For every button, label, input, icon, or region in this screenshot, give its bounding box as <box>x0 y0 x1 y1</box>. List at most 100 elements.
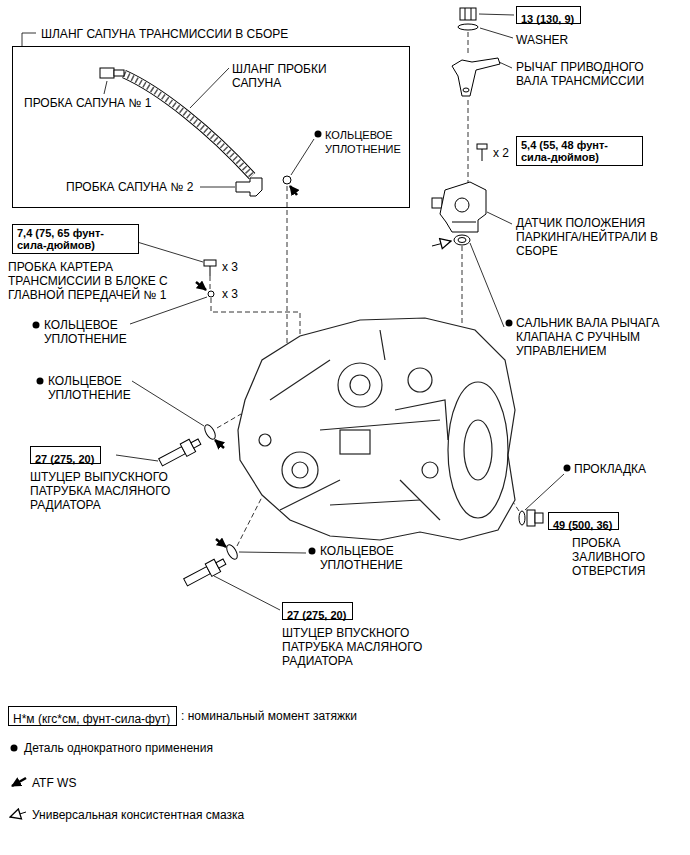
position-switch <box>432 198 442 208</box>
assembly-line <box>462 246 463 326</box>
legend-sample-box: Н*м (кгс*см, фунт-сила-фут) <box>8 706 177 726</box>
leader-line <box>22 33 36 46</box>
nut-washer <box>465 8 471 20</box>
filler-plug <box>519 511 525 525</box>
single-use-mark <box>564 465 571 472</box>
position-switch <box>440 182 486 232</box>
single-use-mark <box>315 131 322 138</box>
nut-washer <box>458 8 478 30</box>
transmission-housing <box>330 500 420 505</box>
assembly-line <box>237 497 262 546</box>
torque-box: 7,4 (75, 65 фунт-сила-дюймов) <box>12 224 139 254</box>
drain-plug <box>204 260 216 266</box>
manual-lever <box>452 58 500 96</box>
leader-line <box>479 14 514 15</box>
legend-text: Универсальная консистентная смазка <box>32 808 244 822</box>
atf-arrow <box>215 440 224 448</box>
quantity: x 2 <box>493 146 509 160</box>
filler-plug <box>519 510 543 526</box>
nut-washer <box>460 8 476 20</box>
grease-arrow <box>432 241 451 246</box>
drain-plug <box>208 291 214 297</box>
transmission-housing <box>464 420 492 480</box>
breather-plug <box>283 176 291 184</box>
leader-line <box>132 381 204 426</box>
torque-value: 5,4 (55, 48 фунт-сила-дюймов) <box>521 139 637 163</box>
single-use-mark <box>37 378 44 385</box>
breather-plug <box>114 70 124 76</box>
leader-line <box>214 576 280 610</box>
transmission-housing <box>350 375 370 395</box>
part-name: КОЛЬЦЕВОЕ УПЛОТНЕНИЕ <box>48 374 158 402</box>
inlet-union <box>216 559 226 568</box>
position-switch <box>432 182 486 232</box>
inlet-union <box>225 543 240 561</box>
inlet-union <box>182 555 227 588</box>
outlet-union <box>157 435 202 468</box>
manual-lever <box>452 58 500 96</box>
single-use-mark <box>33 322 40 329</box>
leader-line <box>480 28 513 38</box>
part-name: САЛЬНИК ВАЛА РЫЧАГА КЛАПАНА С РУЧНЫМ УПР… <box>516 316 680 358</box>
filler-plug <box>535 513 543 523</box>
assembly-line <box>287 186 288 344</box>
legend-symbol <box>12 778 26 786</box>
legend-text: : номинальный момент затяжки <box>181 709 357 723</box>
part-name: ШЛАНГ ПРОБКИ САПУНА <box>232 62 350 90</box>
single-use-mark <box>506 320 513 327</box>
breather-plug <box>100 68 114 78</box>
drain-plug <box>210 266 211 276</box>
transmission-housing <box>320 420 440 430</box>
group-title: ШЛАНГ САПУНА ТРАНСМИССИИ В СБОРЕ <box>39 27 290 41</box>
transmission-housing <box>422 462 438 478</box>
atf-arrow <box>290 186 297 195</box>
torque-box: 49 (500, 36) <box>548 512 619 530</box>
assembly-line <box>468 100 469 183</box>
assembly-line <box>210 276 211 290</box>
leader-line <box>200 187 235 188</box>
outlet-union <box>191 439 201 448</box>
transmission-housing <box>238 318 515 540</box>
assembly-line <box>468 32 469 56</box>
assembly-line <box>211 298 300 336</box>
legend-symbol <box>10 745 26 818</box>
transmission-housing <box>448 382 508 518</box>
transmission-housing <box>238 318 515 540</box>
single-use-mark <box>309 548 316 555</box>
transmission-housing <box>259 434 271 446</box>
leader-line <box>525 474 564 510</box>
leader-line <box>487 212 512 224</box>
part-name: ПРОБКА САПУНА № 1 <box>24 96 151 110</box>
leader-line <box>470 243 504 327</box>
torque-value: 7,4 (75, 65 фунт-сила-дюймов) <box>17 227 133 251</box>
atf-arrow <box>196 282 206 290</box>
nut-washer <box>458 24 478 30</box>
part-name: WASHER <box>516 33 568 47</box>
torque-value: 27 (275, 20) <box>35 453 94 465</box>
torque-box: 27 (275, 20) <box>282 602 353 620</box>
transmission-housing <box>270 360 330 400</box>
leader-line <box>116 455 158 461</box>
bolt <box>477 144 487 161</box>
outlet-union <box>203 423 218 441</box>
leader-line <box>499 62 512 68</box>
transmission-housing <box>338 363 382 407</box>
part-name: КОЛЬЦЕВОЕ УПЛОТНЕНИЕ <box>320 544 430 572</box>
bolt <box>482 149 483 161</box>
leader-line <box>239 552 306 553</box>
leader-line <box>291 139 314 175</box>
assembly-line <box>210 32 519 546</box>
oil-seal <box>454 235 470 245</box>
legend-symbol <box>11 745 18 752</box>
outlet-union <box>157 423 217 468</box>
bolt <box>477 144 487 149</box>
part-name: ПРОКЛАДКА <box>574 462 646 476</box>
breather-plug <box>236 178 262 196</box>
part-name: РЫЧАГ ПРИВОДНОГО ВАЛА ТРАНСМИССИИ <box>516 60 666 88</box>
assembly-line <box>217 414 241 428</box>
leader-line <box>22 14 564 610</box>
transmission-housing <box>380 330 385 360</box>
legend-text: Деталь однократного применения <box>24 741 213 755</box>
part-name: ШТУЦЕР ВПУСКНОГО ПАТРУБКА МАСЛЯНОГО РАДИ… <box>282 626 462 668</box>
part-name: ПРОБКА ЗАЛИВНОГО ОТВЕРСТИЯ <box>572 536 682 578</box>
